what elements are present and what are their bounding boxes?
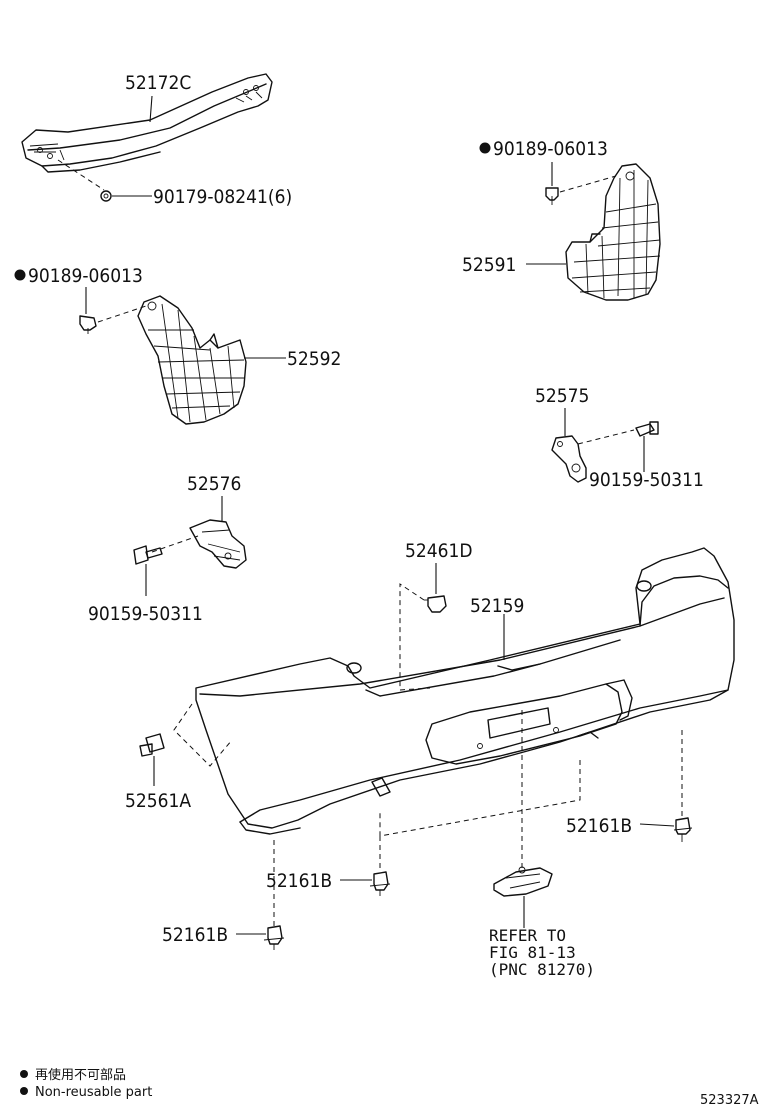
clip-52161B-lower: [263, 925, 285, 950]
label-52592: 52592: [287, 348, 341, 370]
figure-code: 523327A: [700, 1093, 759, 1108]
legend-dot-1: [20, 1070, 28, 1078]
legend-dot-2: [20, 1087, 28, 1095]
license-lamp-assembly: [493, 866, 553, 897]
label-52161B-lower: 52161B: [162, 924, 228, 946]
label-90189-06013-right: 90189-06013: [493, 138, 608, 160]
refer-line-1: REFER TO: [489, 926, 566, 945]
retainer-52576: [189, 519, 247, 569]
clip-52161B-middle: [369, 871, 391, 896]
bolt-90159-50311-right: [635, 421, 659, 437]
bolt-90159-50311-left: [133, 545, 163, 565]
clip-90189-06013-left: [79, 315, 97, 334]
label-52461D: 52461D: [405, 540, 473, 562]
legend-text-japanese: 再使用不可部品: [35, 1067, 126, 1083]
label-90159-50311-right: 90159-50311: [589, 469, 704, 491]
reinforcement-bar-52172C: [21, 73, 273, 173]
nut-90179-08241: [100, 190, 112, 202]
bumper-cover-52159: [195, 547, 735, 835]
non-reusable-dot-right: [479, 142, 491, 154]
screw-52561A: [139, 733, 165, 757]
refer-line-3: (PNC 81270): [489, 960, 595, 979]
label-52172C: 52172C: [125, 72, 191, 94]
clip-90189-06013-right: [545, 187, 559, 205]
label-90179-08241: 90179-08241(6): [153, 186, 292, 208]
label-52161B-middle: 52161B: [266, 870, 332, 892]
clip-52161B-right: [673, 817, 693, 842]
label-52576: 52576: [187, 473, 241, 495]
refer-line-2: FIG 81-13: [489, 943, 576, 962]
label-90189-06013-left: 90189-06013: [28, 265, 143, 287]
label-52591: 52591: [462, 254, 516, 276]
non-reusable-dot-left: [14, 269, 26, 281]
label-52161B-right: 52161B: [566, 815, 632, 837]
label-90159-50311-left: 90159-50311: [88, 603, 203, 625]
label-52561A: 52561A: [125, 790, 191, 812]
label-52159: 52159: [470, 595, 524, 617]
legend-text-english: Non-reusable part: [35, 1085, 152, 1100]
side-bracket-52592: [137, 295, 247, 425]
retainer-52575: [551, 435, 587, 483]
label-52575: 52575: [535, 385, 589, 407]
side-bracket-52591: [565, 163, 661, 301]
clip-52461D: [424, 595, 447, 613]
